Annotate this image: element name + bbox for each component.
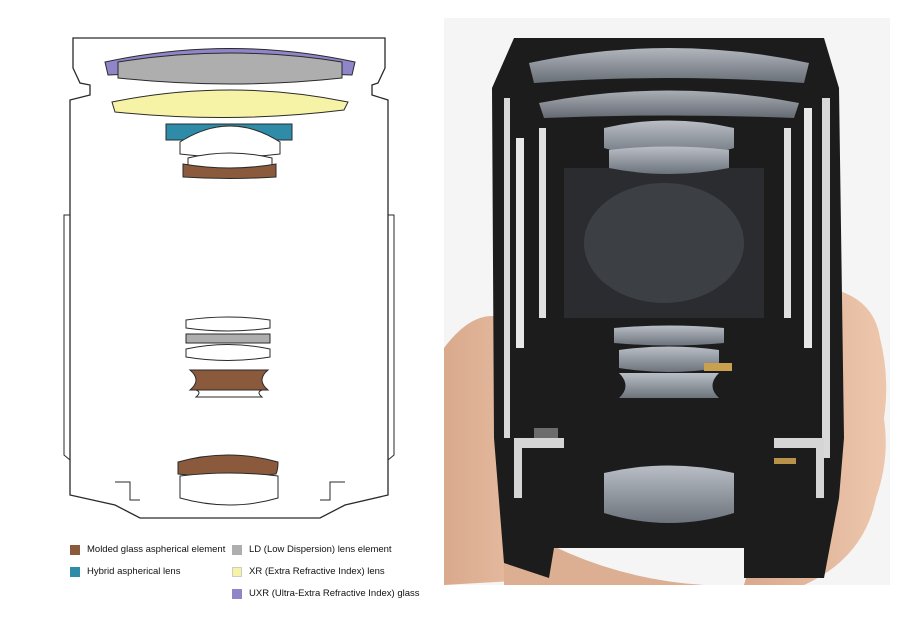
front-glass-element-2	[539, 90, 799, 118]
circuit-board-contact-3	[534, 428, 558, 438]
legend-label: LD (Low Dispersion) lens element	[249, 544, 392, 555]
lens-barrel-outline	[69, 37, 389, 519]
front-glass-element-1	[529, 48, 809, 83]
mid-glass-element-1	[614, 325, 724, 346]
mid-glass-element-2	[619, 346, 719, 372]
legend-label: UXR (Ultra-Extra Refractive Index) glass	[249, 588, 420, 599]
rear-mount-left	[115, 481, 140, 501]
lens-element-mid-clear-3	[194, 389, 264, 398]
legend-item-xr: XR (Extra Refractive Index) lens	[232, 566, 385, 577]
lens-mount-step-left	[63, 214, 71, 461]
uxr-swatch	[232, 588, 242, 599]
circuit-board-contact-2	[774, 458, 796, 464]
cutaway-photo-illustration	[444, 18, 890, 585]
lens-element-molded-front	[182, 163, 277, 179]
lens-element-mid-clear-1	[185, 316, 271, 332]
hand-palm-bottom	[504, 518, 704, 585]
lens-element-mid-clear-2	[185, 344, 271, 361]
mount-section-left	[514, 438, 564, 498]
ld-swatch	[232, 544, 242, 555]
lens-mount-step-right	[387, 214, 395, 461]
lens-element-molded-mid	[188, 369, 270, 391]
mount-section-right	[774, 438, 824, 498]
mid-glass-element-3	[619, 373, 719, 398]
lens-cross-section-diagram	[63, 37, 395, 519]
barrel-wall-right-2	[784, 128, 791, 318]
legend-item-molded: Molded glass aspherical element	[70, 544, 225, 555]
hybrid-swatch	[70, 566, 80, 577]
legend-label: XR (Extra Refractive Index) lens	[249, 566, 385, 577]
front-glass-element-4	[609, 146, 729, 174]
rear-glass-element	[604, 465, 734, 523]
legend-label: Hybrid aspherical lens	[87, 566, 181, 577]
barrel-wall-left	[516, 138, 524, 348]
lens-element-xr	[111, 89, 349, 119]
legend: Molded glass aspherical element Hybrid a…	[60, 540, 440, 610]
circuit-board-contact-1	[704, 363, 732, 371]
barrel-wall-left-3	[504, 98, 510, 438]
lens-element-rear-clear	[179, 472, 279, 506]
barrel-wall-right-3	[822, 98, 830, 458]
xr-swatch	[232, 566, 242, 577]
legend-item-hybrid: Hybrid aspherical lens	[70, 566, 180, 577]
barrel-wall-left-2	[539, 128, 546, 318]
legend-item-uxr: UXR (Ultra-Extra Refractive Index) glass	[232, 588, 420, 599]
lens-element-ld-mid	[185, 333, 271, 344]
rear-mount-right	[320, 481, 345, 501]
lens-cutaway-photo	[444, 18, 890, 585]
lens-element-ld-front	[117, 52, 343, 85]
legend-item-ld: LD (Low Dispersion) lens element	[232, 544, 392, 555]
molded-swatch	[70, 544, 80, 555]
inner-barrel-shadow	[584, 183, 744, 303]
legend-label: Molded glass aspherical element	[87, 544, 226, 555]
barrel-wall-right	[804, 108, 812, 348]
